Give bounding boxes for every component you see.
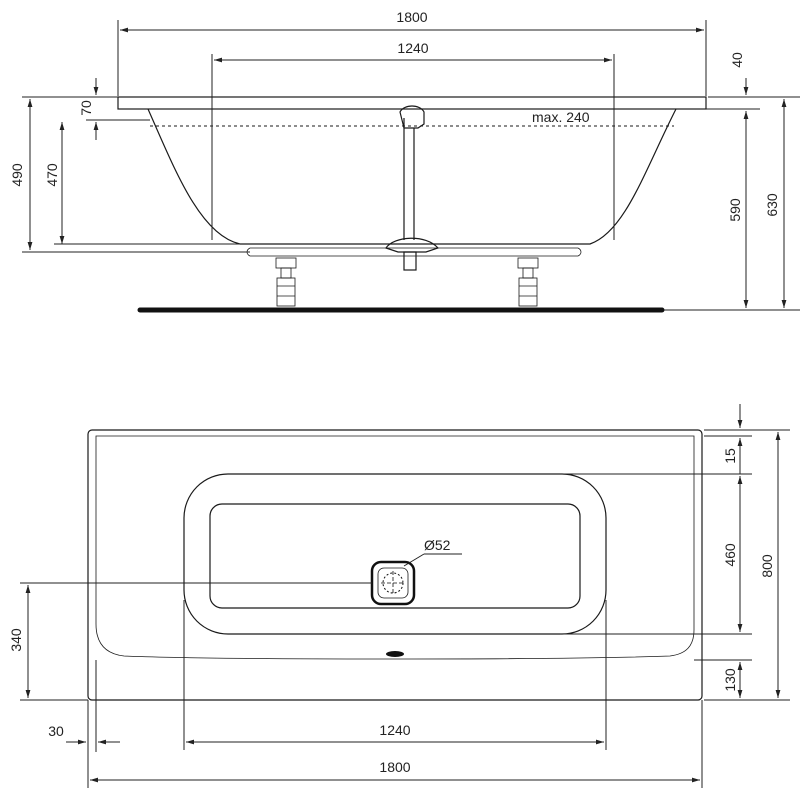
dim-depth-to-floor: 590 [727, 198, 743, 222]
dim-total-height: 630 [764, 193, 780, 217]
drain-diameter-label: Ø52 [424, 537, 451, 553]
dim-rim-offset: 15 [722, 448, 738, 464]
dim-total-width: 800 [759, 554, 775, 578]
dim-drain-position: 340 [8, 628, 24, 652]
basin-floor [209, 503, 581, 609]
dim-inner-depth: 470 [44, 163, 60, 187]
dim-side-overall-length: 1800 [396, 9, 427, 25]
waste-trap [403, 251, 417, 271]
dim-bottom-offset: 130 [722, 668, 738, 692]
dim-overflow-offset: 70 [78, 100, 94, 116]
tub-body [147, 108, 677, 245]
inner-rim-top [95, 435, 695, 660]
foot-right [517, 257, 539, 307]
dim-side-offset: 30 [48, 723, 64, 739]
overflow-hole [386, 651, 404, 657]
side-view: 1800 1240 40 70 490 470 max. 240 590 [9, 9, 800, 313]
waste-fitting [385, 237, 440, 253]
top-view: Ø52 15 460 800 130 340 30 [8, 404, 790, 788]
dim-top-overall-length: 1800 [379, 759, 410, 775]
foot-left [275, 257, 297, 307]
dim-outer-depth: 490 [9, 163, 25, 187]
dim-top-inner-length: 1240 [379, 722, 410, 738]
overflow-pipe [403, 118, 415, 240]
dim-side-inner-length: 1240 [397, 40, 428, 56]
dim-inner-width: 460 [722, 543, 738, 567]
tub-rim [117, 96, 707, 110]
overflow-fitting [399, 105, 425, 129]
base-plate [246, 247, 582, 257]
tub-outline-top [87, 429, 703, 701]
overflow-height-label: max. 240 [532, 109, 590, 125]
drain [370, 560, 416, 606]
dim-rim-thickness: 40 [729, 52, 745, 68]
basin-outline [183, 473, 607, 635]
